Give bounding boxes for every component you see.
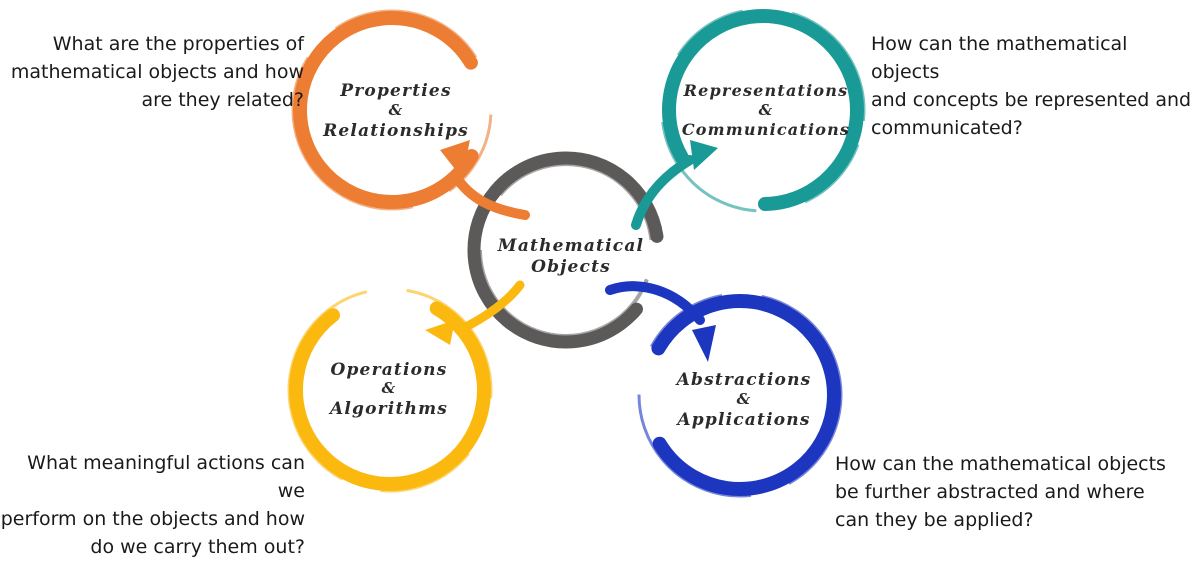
properties-relationships-brush (291, 9, 493, 211)
properties-relationships-ring (293, 11, 491, 209)
abstractions-applications-brush (637, 292, 843, 498)
caption-abstractions-applications: How can the mathematical objects be furt… (835, 453, 1166, 531)
operations-algorithms-amp: & (382, 379, 397, 397)
abstractions-applications-tail (605, 281, 705, 325)
representations-communications-tail (631, 155, 695, 230)
properties-relationships-line1: Properties (339, 81, 451, 101)
operations-algorithms-tail (455, 280, 525, 335)
properties-relationships-amp: & (389, 101, 404, 119)
abstractions-applications-arrow-icon (692, 325, 716, 362)
abstractions-applications-line2: Applications (675, 410, 810, 430)
representations-communications-circle: Representations & Communications (631, 7, 866, 230)
caption-properties-relationships: What are the properties of mathematical … (10, 33, 304, 111)
diagram-canvas: Mathematical Objects Properties & Relati… (287, 7, 866, 498)
properties-relationships-tail (450, 170, 530, 220)
representations-communications-line2: Communications (682, 120, 850, 139)
abstractions-applications-ring (639, 294, 841, 496)
operations-algorithms-brush (287, 287, 493, 493)
abstractions-applications-circle: Abstractions & Applications (605, 281, 843, 498)
abstractions-applications-line1: Abstractions (675, 370, 812, 390)
properties-relationships-circle: Properties & Relationships (291, 9, 530, 220)
representations-communications-line1: Representations (683, 81, 849, 100)
operations-algorithms-line2: Algorithms (328, 399, 448, 419)
caption-operations-algorithms: What meaningful actions can we perform o… (0, 452, 305, 558)
representations-communications-ring (662, 8, 864, 211)
center-label-line2: Objects (531, 257, 611, 277)
center-label-line1: Mathematical (497, 236, 644, 256)
center-circle: Mathematical Objects (467, 151, 665, 349)
operations-algorithms-line1: Operations (330, 360, 447, 380)
operations-algorithms-circle: Operations & Algorithms (287, 280, 525, 493)
representations-communications-brush (660, 7, 866, 213)
representations-communications-arrow-icon (690, 140, 718, 170)
operations-algorithms-arrow-icon (425, 320, 455, 345)
abstractions-applications-amp: & (737, 390, 752, 408)
properties-relationships-arrow-icon (440, 140, 470, 178)
representations-communications-amp: & (759, 101, 774, 119)
properties-relationships-line2: Relationships (322, 121, 469, 141)
operations-algorithms-ring (289, 289, 491, 491)
center-ring-brush (478, 162, 654, 338)
caption-representations-communications: How can the mathematical objects and con… (871, 33, 1192, 139)
center-ring (467, 151, 665, 349)
